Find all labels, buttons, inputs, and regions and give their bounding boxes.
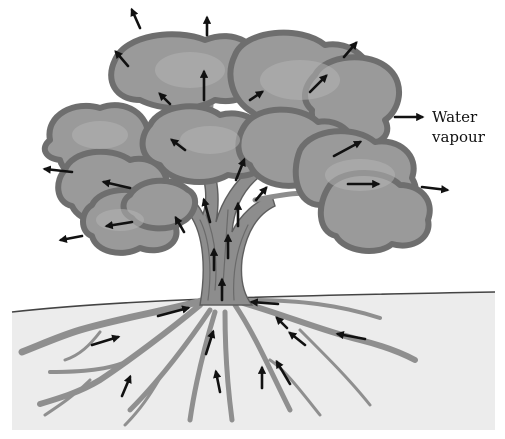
arrow-icon <box>61 236 82 240</box>
arrow-icon <box>132 10 140 28</box>
arrow-icon <box>422 187 447 190</box>
soil <box>12 292 495 430</box>
water-vapour-label-line1: Water <box>432 108 477 127</box>
water-vapour-label-line2: vapour <box>432 128 485 147</box>
